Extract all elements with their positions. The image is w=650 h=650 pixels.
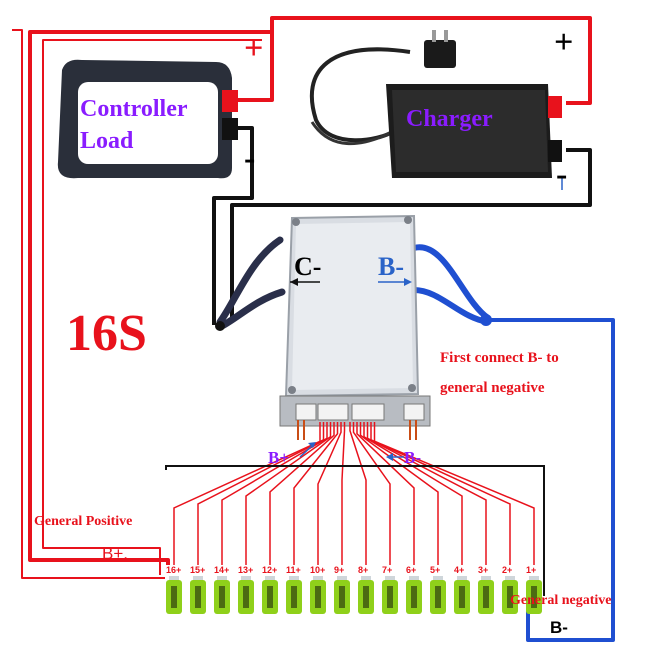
battery-cell <box>214 576 230 614</box>
cell-label: 14+ <box>213 565 231 575</box>
balance-wire <box>349 422 367 574</box>
cell-label: 2+ <box>501 565 514 575</box>
controller-plus-sign: + <box>244 30 264 67</box>
cell-label: 11+ <box>285 565 302 575</box>
battery-cell <box>262 576 278 614</box>
charger-plus-sign: + <box>554 24 574 61</box>
cell-label: 16+ <box>165 565 183 575</box>
cell-label: 7+ <box>381 565 394 575</box>
cell-label: 1+ <box>525 565 538 575</box>
balance-wire <box>352 422 391 574</box>
general-positive-label: General Positive <box>34 514 133 529</box>
b-plus-terminal-label: B+. <box>102 544 128 563</box>
battery-cell <box>454 576 470 614</box>
balance-wire <box>317 422 342 574</box>
battery-cell <box>286 576 302 614</box>
cell-label: 10+ <box>309 565 327 575</box>
cell-label: 9+ <box>333 565 346 575</box>
balance-wire <box>359 422 439 574</box>
b-minus-wire <box>484 318 615 642</box>
balance-wire <box>366 422 487 574</box>
connector-b-plus-label: B+ <box>268 448 290 467</box>
battery-cell <box>190 576 206 614</box>
battery-cell <box>358 576 374 614</box>
bms-b-minus-label: B- <box>378 252 404 281</box>
controller-minus-sign: - <box>244 140 256 177</box>
battery-cell <box>238 576 254 614</box>
battery-cell <box>502 576 518 614</box>
battery-cell <box>430 576 446 614</box>
cell-label: 4+ <box>453 565 466 575</box>
cell-label: 8+ <box>357 565 370 575</box>
cell-label: 3+ <box>477 565 490 575</box>
cell-label: 5+ <box>429 565 442 575</box>
balance-harness <box>173 422 535 574</box>
cell-label: 15+ <box>189 565 207 575</box>
balance-wire <box>221 422 328 574</box>
balance-wire <box>197 422 325 574</box>
cell-label: 13+ <box>237 565 255 575</box>
cell-label: 6+ <box>405 565 418 575</box>
balance-wire <box>373 422 535 574</box>
balance-wire <box>269 422 335 574</box>
charger-device <box>309 30 563 190</box>
b-minus-terminal-label: B- <box>550 618 568 637</box>
note-line1: First connect B- to <box>440 350 559 366</box>
connector-b-minus-label: B- <box>404 448 421 467</box>
controller-load-device <box>57 59 238 179</box>
connector-arrows <box>299 442 404 461</box>
negative-wire <box>212 126 592 325</box>
series-label-16s: 16S <box>66 305 147 362</box>
balance-wire <box>293 422 339 574</box>
balance-wire <box>356 422 415 574</box>
controller-label-line2: Load <box>80 128 134 154</box>
controller-label-line1: Controller <box>80 96 188 122</box>
bms-board <box>215 214 492 440</box>
charger-label: Charger <box>406 106 493 132</box>
bms-c-minus-label: C- <box>294 252 322 281</box>
battery-cell <box>334 576 350 614</box>
positive-wire <box>28 16 592 572</box>
battery-cell <box>310 576 326 614</box>
balance-wire <box>341 422 346 574</box>
cell-label: 12+ <box>261 565 279 575</box>
note-line2: general negative <box>440 380 545 396</box>
general-negative-label: General negative <box>510 593 612 608</box>
battery-cell <box>406 576 422 614</box>
balance-wire <box>370 422 511 574</box>
charger-minus-sign: - <box>556 156 568 193</box>
battery-cell <box>382 576 398 614</box>
battery-cells <box>166 576 542 614</box>
battery-cell <box>526 576 542 614</box>
balance-wire <box>173 422 321 574</box>
battery-cell <box>478 576 494 614</box>
battery-cell <box>166 576 182 614</box>
